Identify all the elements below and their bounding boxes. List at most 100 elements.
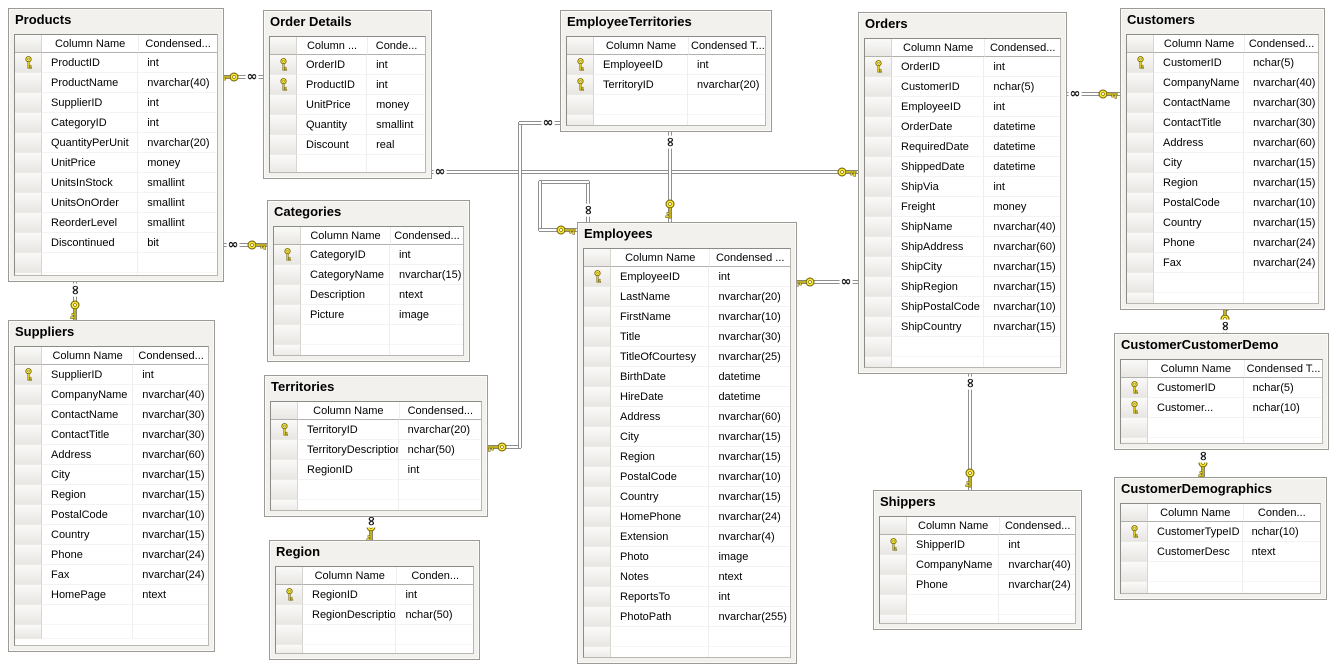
relationship-line-segment[interactable] (518, 122, 522, 448)
empty-row[interactable] (274, 345, 463, 355)
relationship-line-segment[interactable] (968, 371, 972, 491)
row-selector[interactable] (15, 365, 42, 385)
row-selector[interactable] (865, 177, 892, 197)
row-selector[interactable] (567, 55, 594, 75)
row-selector[interactable] (584, 467, 611, 487)
row-selector[interactable] (584, 287, 611, 307)
row-selector[interactable] (15, 213, 42, 233)
row-selector[interactable] (15, 73, 42, 93)
row-selector[interactable] (880, 555, 907, 575)
table-title-shippers[interactable]: Shippers (880, 494, 936, 509)
row-selector[interactable] (880, 575, 907, 595)
row-selector[interactable] (276, 625, 303, 645)
row-selector[interactable] (15, 53, 42, 73)
column-row-customer[interactable]: Customer...nchar(10) (1121, 398, 1322, 418)
row-selector[interactable] (584, 367, 611, 387)
row-selector[interactable] (865, 237, 892, 257)
row-selector[interactable] (271, 500, 298, 510)
row-selector[interactable] (865, 197, 892, 217)
row-selector[interactable] (274, 325, 301, 345)
row-selector[interactable] (1121, 542, 1148, 562)
row-selector[interactable] (584, 607, 611, 627)
row-selector[interactable] (1121, 522, 1148, 542)
row-selector[interactable] (276, 645, 303, 653)
row-selector[interactable] (1127, 53, 1154, 73)
row-selector[interactable] (274, 265, 301, 285)
row-selector[interactable] (15, 93, 42, 113)
row-selector[interactable] (1127, 293, 1154, 303)
row-selector[interactable] (15, 545, 42, 565)
row-selector[interactable] (584, 327, 611, 347)
row-selector[interactable] (15, 525, 42, 545)
empty-row[interactable] (276, 645, 473, 653)
table-title-territories[interactable]: Territories (271, 379, 335, 394)
row-selector[interactable] (584, 307, 611, 327)
table-title-products[interactable]: Products (15, 12, 72, 27)
row-selector[interactable] (567, 95, 594, 115)
row-selector[interactable] (584, 547, 611, 567)
relationship-line-segment[interactable] (539, 180, 589, 184)
row-selector[interactable] (584, 347, 611, 367)
row-selector[interactable] (271, 440, 298, 460)
row-selector[interactable] (865, 137, 892, 157)
row-selector[interactable] (865, 317, 892, 337)
table-title-suppliers[interactable]: Suppliers (15, 324, 75, 339)
row-selector[interactable] (276, 585, 303, 605)
row-selector[interactable] (1127, 173, 1154, 193)
row-selector[interactable] (1127, 113, 1154, 133)
empty-row[interactable] (1121, 562, 1320, 582)
table-title-customers[interactable]: Customers (1127, 12, 1195, 27)
empty-row[interactable] (584, 627, 790, 647)
table-title-employees[interactable]: Employees (584, 226, 653, 241)
row-selector[interactable] (15, 113, 42, 133)
empty-row[interactable] (865, 357, 1060, 367)
empty-row[interactable] (15, 625, 208, 639)
row-selector[interactable] (274, 285, 301, 305)
row-selector[interactable] (865, 337, 892, 357)
table-title-region[interactable]: Region (276, 544, 321, 559)
row-selector[interactable] (15, 605, 42, 625)
row-selector[interactable] (274, 305, 301, 325)
